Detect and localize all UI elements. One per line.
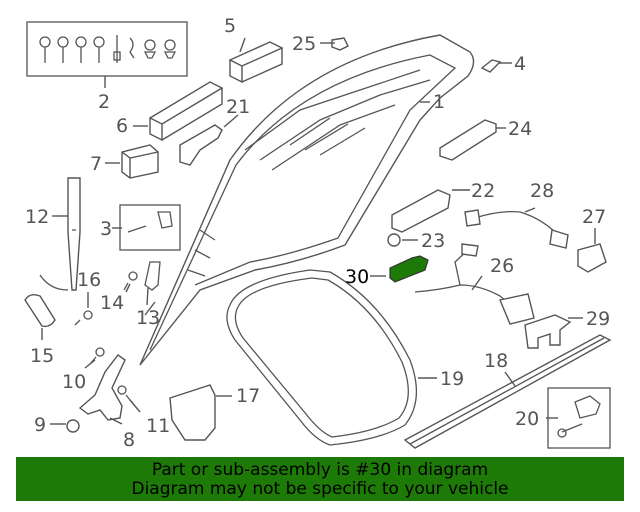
callout-28: 28 — [530, 180, 554, 202]
hood-panel — [139, 34, 475, 366]
pad-block-7 — [121, 144, 159, 179]
notice-banner: Part or sub-assembly is #30 in diagram D… — [16, 457, 624, 501]
callout-3: 3 — [100, 218, 112, 240]
callout-15: 15 — [30, 345, 54, 367]
hinge-8 — [78, 354, 126, 421]
callout-16: 16 — [77, 269, 101, 291]
nut-23 — [387, 233, 401, 247]
callout-24: 24 — [508, 118, 532, 140]
notice-line-1: Part or sub-assembly is #30 in diagram — [151, 460, 489, 480]
callout-2: 2 — [98, 91, 110, 113]
fastener-kit — [26, 21, 188, 88]
callout-12: 12 — [25, 206, 49, 228]
callout-18: 18 — [484, 350, 508, 372]
notice-line-2: Diagram may not be specific to your vehi… — [131, 479, 509, 499]
actuator-22 — [391, 189, 451, 233]
bolt-14 — [123, 261, 161, 291]
callout-17: 17 — [236, 385, 260, 407]
callout-10: 10 — [62, 371, 86, 393]
callout-5: 5 — [224, 15, 236, 37]
latch-17 — [169, 384, 216, 441]
part-30-highlighted — [389, 255, 429, 283]
callout-7: 7 — [90, 153, 102, 175]
callout-22: 22 — [471, 180, 495, 202]
callout-20: 20 — [515, 408, 539, 430]
callout-21: 21 — [226, 96, 250, 118]
cap-15 — [24, 293, 56, 328]
callout-6: 6 — [116, 115, 128, 137]
callout-8: 8 — [123, 429, 135, 451]
clip-kit-3 — [119, 204, 181, 251]
weatherstrip-seal-inner — [234, 277, 409, 438]
callout-19: 19 — [440, 368, 464, 390]
callout-25: 25 — [292, 33, 316, 55]
cable-28 — [464, 209, 569, 249]
callout-labels: 1 2 3 4 5 6 7 8 9 10 11 12 13 14 15 16 1… — [25, 15, 610, 451]
gas-strut — [39, 177, 81, 291]
weatherstrip-seal — [226, 269, 418, 446]
callout-14: 14 — [100, 292, 124, 314]
harness-26 — [414, 243, 535, 325]
callout-13: 13 — [136, 307, 160, 329]
callout-29: 29 — [586, 308, 610, 330]
clip-25 — [331, 37, 349, 51]
washer-9 — [66, 419, 80, 433]
callout-1: 1 — [433, 91, 445, 113]
callout-11: 11 — [146, 415, 170, 437]
callout-30: 30 — [345, 266, 369, 288]
connector-27 — [577, 243, 607, 273]
bracket-21 — [179, 124, 223, 166]
foam-block-5 — [228, 41, 284, 84]
callout-26: 26 — [490, 255, 514, 277]
bolt-16 — [74, 310, 93, 326]
callout-9: 9 — [34, 414, 46, 436]
callout-27: 27 — [582, 206, 606, 228]
foam-block-6 — [148, 81, 224, 142]
clip-4 — [480, 59, 502, 73]
callout-23: 23 — [421, 230, 445, 252]
bracket-29 — [524, 314, 572, 349]
handle-24 — [439, 119, 497, 161]
leader-lines — [41, 37, 596, 425]
callout-4: 4 — [514, 53, 526, 75]
